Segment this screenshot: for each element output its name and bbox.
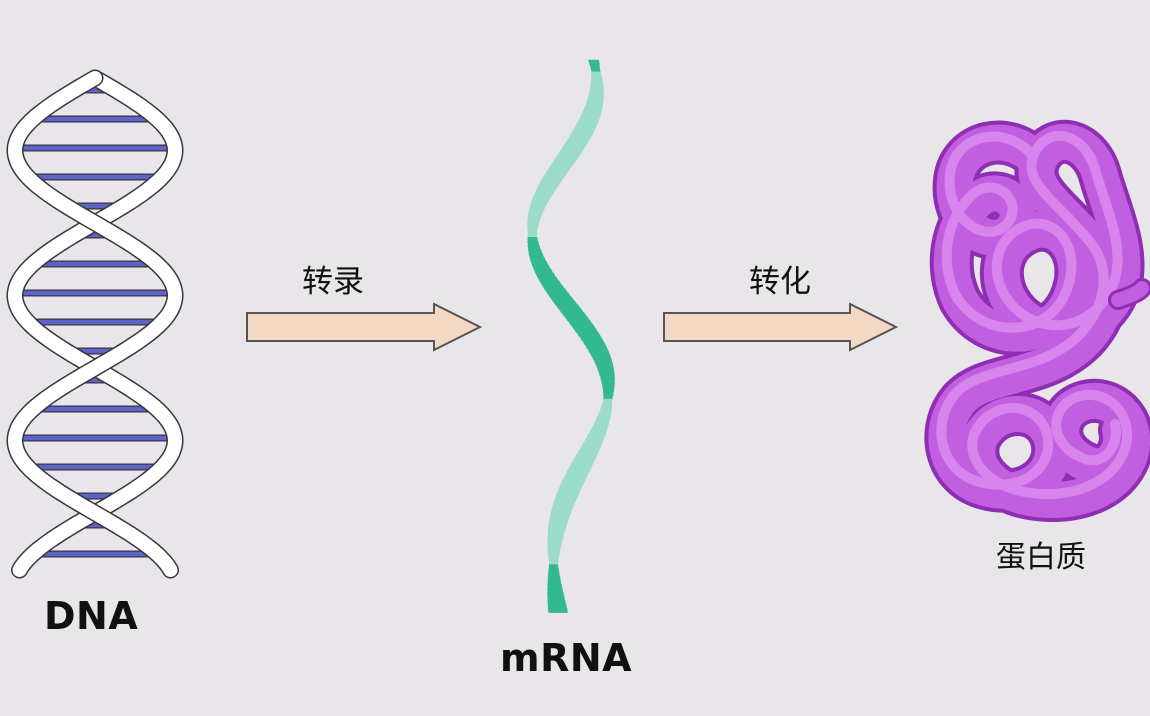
- dna-strand-1: [8, 71, 182, 577]
- mrna-ribbon-segment: [603, 390, 614, 397]
- mrna-ribbon-segment: [546, 166, 572, 172]
- mrna-ribbon-segment: [548, 521, 568, 527]
- mrna-ribbon-segment: [547, 536, 563, 542]
- mrna-ribbon-segment: [547, 528, 566, 535]
- mrna-ribbon-segment: [600, 375, 616, 381]
- mrna-ribbon-segment: [557, 150, 583, 156]
- mrna-ribbon-segment: [528, 205, 546, 211]
- translation-arrow-icon: [663, 302, 899, 352]
- mrna-ribbon-segment: [527, 225, 538, 231]
- mrna-ribbon-segment: [530, 197, 551, 203]
- mrna-ribbon-segment: [544, 170, 569, 176]
- mrna-ribbon-segment: [548, 552, 560, 558]
- mrna-ribbon-segment: [537, 181, 561, 188]
- mrna-ribbon-segment: [549, 162, 575, 168]
- mrna-ribbon-segment: [532, 193, 553, 199]
- mrna-ribbon-segment: [547, 544, 561, 550]
- mrna-ribbon-segment: [547, 532, 564, 538]
- transcription-label: 转录: [302, 264, 364, 300]
- mrna-ribbon-segment: [533, 189, 555, 195]
- dna-double-helix-icon: [6, 69, 184, 579]
- mrna-ribbon-segment: [547, 540, 562, 546]
- mrna-ribbon-segment: [552, 501, 576, 507]
- mrna-ribbon-segment: [527, 217, 541, 223]
- mrna-label: mRNA: [500, 636, 633, 680]
- transcription-arrow-icon: [246, 302, 483, 352]
- mrna-ribbon-segment: [547, 524, 567, 531]
- protein-label: 蛋白质: [996, 540, 1086, 575]
- protein-chain-highlight: [936, 130, 1132, 500]
- mrna-ribbon-segment: [548, 517, 570, 523]
- mrna-ribbon-icon: [527, 59, 616, 613]
- mrna-ribbon-segment: [601, 379, 615, 385]
- mrna-ribbon-segment: [527, 213, 542, 219]
- mrna-ribbon-segment: [554, 493, 579, 499]
- mrna-ribbon-segment: [549, 513, 571, 519]
- translation-label: 转化: [749, 264, 811, 300]
- mrna-ribbon-segment: [548, 556, 559, 562]
- mrna-ribbon-segment: [597, 367, 615, 373]
- mrna-ribbon-segment: [527, 209, 544, 215]
- mrna-ribbon-segment: [535, 185, 558, 192]
- mrna-ribbon-segment: [553, 497, 578, 503]
- mrna-ribbon-segment: [588, 59, 600, 65]
- mrna-ribbon-segment: [547, 607, 568, 613]
- folded-protein-icon: [924, 119, 1150, 523]
- mrna-ribbon-segment: [598, 371, 615, 377]
- mrna-ribbon-segment: [556, 489, 581, 495]
- arrows-group: [246, 302, 899, 352]
- mrna-ribbon-segment: [602, 386, 615, 393]
- mrna-ribbon-segment: [539, 177, 564, 184]
- protein-tail: [1111, 281, 1149, 307]
- mrna-ribbon-segment: [527, 221, 540, 227]
- dna-strand-2: [8, 71, 182, 577]
- mrna-ribbon-segment: [547, 548, 561, 554]
- mrna-ribbon-segment: [554, 154, 581, 160]
- mrna-ribbon-segment: [529, 201, 548, 207]
- mrna-ribbon-segment: [551, 158, 578, 164]
- dna-label: DNA: [44, 594, 139, 638]
- mrna-ribbon-segment: [550, 509, 573, 515]
- mrna-ribbon-segment: [551, 505, 574, 511]
- mrna-ribbon-segment: [541, 174, 567, 180]
- mrna-ribbon-segment: [602, 383, 615, 389]
